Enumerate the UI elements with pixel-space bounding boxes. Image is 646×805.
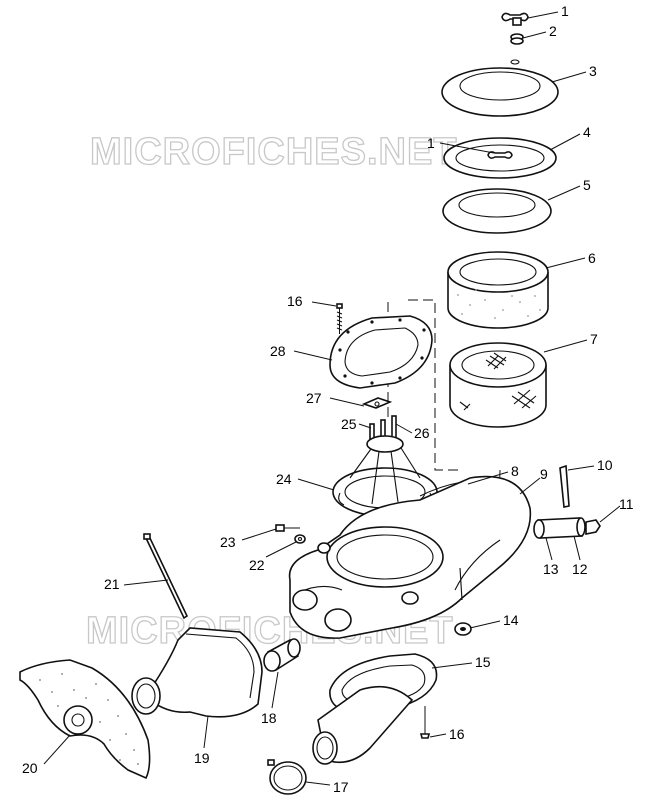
callout-1: 1 bbox=[561, 3, 569, 19]
callout-6: 6 bbox=[588, 250, 596, 266]
part-strap bbox=[559, 464, 570, 508]
callout-15: 15 bbox=[475, 654, 491, 670]
callout-12: 12 bbox=[572, 561, 588, 577]
callout-5: 5 bbox=[583, 177, 591, 193]
callout-16-lower: 16 bbox=[449, 726, 465, 742]
part-foam-filter bbox=[447, 251, 549, 329]
callout-10: 10 bbox=[597, 457, 613, 473]
callout-4: 4 bbox=[583, 124, 591, 140]
callout-labels: 1 2 3 1 4 5 6 16 7 28 27 25 26 8 9 10 24… bbox=[22, 3, 634, 795]
callout-14: 14 bbox=[503, 612, 519, 628]
callout-19: 19 bbox=[194, 750, 210, 766]
part-filter-element bbox=[449, 342, 547, 428]
callout-3: 3 bbox=[589, 63, 597, 79]
part-wing-nut-top bbox=[501, 12, 529, 26]
part-hose-clamp bbox=[267, 759, 307, 795]
part-coupler bbox=[263, 638, 301, 672]
callout-8: 8 bbox=[511, 463, 519, 479]
part-flange-gasket bbox=[329, 315, 433, 389]
callout-11: 11 bbox=[619, 496, 634, 512]
callout-27: 27 bbox=[306, 390, 322, 406]
part-filter-cap bbox=[442, 188, 552, 234]
callout-25: 25 bbox=[341, 416, 357, 432]
callout-22: 22 bbox=[249, 557, 265, 573]
callout-1-second: 1 bbox=[427, 135, 435, 151]
part-body-gasket bbox=[419, 481, 463, 497]
part-washer bbox=[510, 33, 524, 45]
callout-16-top: 16 bbox=[287, 293, 303, 309]
part-air-box-cover bbox=[441, 59, 559, 117]
callout-23: 23 bbox=[220, 534, 236, 550]
part-intake-tube bbox=[533, 517, 586, 539]
part-screw-lower bbox=[419, 706, 431, 739]
part-bolt bbox=[275, 524, 300, 532]
callout-2: 2 bbox=[549, 23, 557, 39]
part-screw-top bbox=[336, 303, 343, 334]
part-small-plate bbox=[361, 397, 393, 409]
part-intake-boot bbox=[131, 627, 263, 718]
callout-20: 20 bbox=[22, 760, 38, 776]
callout-17: 17 bbox=[333, 779, 349, 795]
callout-24: 24 bbox=[276, 471, 292, 487]
watermark-top: MICROFICHES.NET bbox=[90, 131, 458, 173]
part-heat-shield bbox=[19, 659, 151, 780]
part-washer-22 bbox=[294, 534, 306, 544]
callout-7: 7 bbox=[590, 331, 598, 347]
callout-21: 21 bbox=[104, 576, 120, 592]
part-cap bbox=[585, 519, 601, 535]
part-rod bbox=[143, 533, 189, 620]
callout-26: 26 bbox=[414, 425, 430, 441]
part-air-box-body bbox=[288, 475, 532, 639]
part-lower-duct bbox=[312, 685, 414, 765]
callout-9: 9 bbox=[540, 466, 548, 482]
part-cover-gasket bbox=[443, 137, 557, 179]
callout-28: 28 bbox=[270, 343, 286, 359]
callout-13: 13 bbox=[543, 561, 559, 577]
callout-18: 18 bbox=[261, 710, 277, 726]
part-grommet bbox=[454, 622, 472, 636]
leader-lines bbox=[43, 11, 621, 786]
part-side-boss bbox=[317, 542, 331, 554]
